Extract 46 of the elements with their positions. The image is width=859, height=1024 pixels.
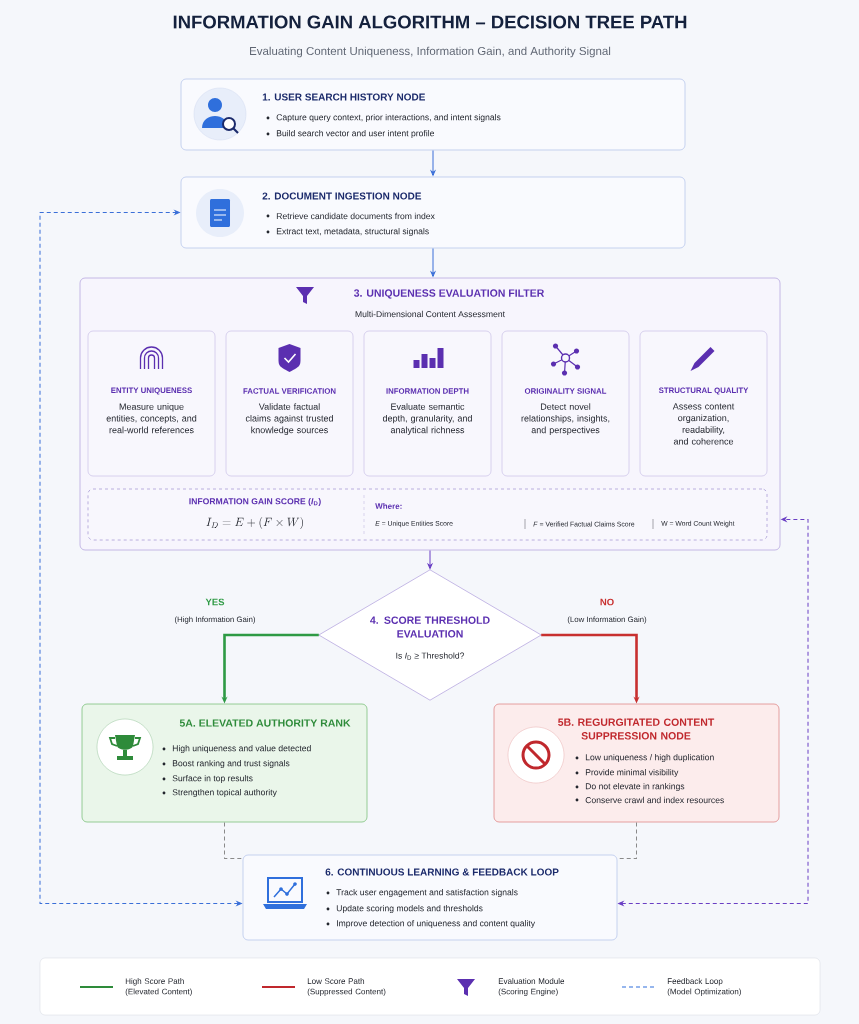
bullet-text: Strengthen topical authority <box>172 789 277 797</box>
where-label: Where: <box>375 503 402 509</box>
node-heading: 5A. ELEVATED AUTHORITY RANK <box>179 719 351 727</box>
decision-heading: 4. SCORE THRESHOLD EVALUATION <box>370 616 490 638</box>
bullet-text: High uniqueness and value detected <box>172 745 311 753</box>
legend-text: Evaluation Module (Scoring Engine) <box>498 978 565 996</box>
bullet-text: Improve detection of uniqueness and content quality <box>337 920 536 928</box>
arrow <box>427 549 433 570</box>
bullet-text: Build search vector and user intent profile <box>276 130 434 138</box>
card-description: Assess content organization, readability, and coherence <box>672 403 735 445</box>
node-heading: 1. USER SEARCH HISTORY NODE <box>262 93 425 101</box>
bullet-text: Boost ranking and trust signals <box>172 760 290 768</box>
arrow <box>430 149 436 176</box>
node-heading: 6. CONTINUOUS LEARNING & FEEDBACK LOOP <box>325 868 559 876</box>
bullet-text: Do not elevate in rankings <box>585 783 685 791</box>
edge-label: YES <box>204 597 226 607</box>
score-heading: INFORMATION GAIN SCORE (I$_{D}$) <box>189 498 321 506</box>
node-heading: 5B. REGURGITATED CONTENT SUPPRESSION NODE <box>558 718 715 740</box>
arrow <box>618 517 809 906</box>
decision-question: Is I$_{D}$ ≥ Threshold? <box>396 652 465 660</box>
card-description: Detect novel relationships, insights, and perspectives <box>521 403 610 435</box>
bullet-text: Provide minimal visibility <box>585 769 679 777</box>
edge-label: NO <box>598 597 616 607</box>
panel-subtitle: Multi-Dimensional Content Assessment <box>355 310 505 318</box>
arrow <box>430 247 436 277</box>
connector-line <box>224 821 244 860</box>
arrow <box>39 210 242 906</box>
card-description: Validate factual claims against trusted knowledge sources <box>245 403 333 435</box>
legend-text: High Score Path (Elevated Content) <box>125 978 192 996</box>
card-description: Evaluate semantic depth, granularity, and analytical richness <box>382 403 472 435</box>
bullet-text: Track user engagement and satisfaction signals <box>336 889 518 897</box>
bullet-text: Retrieve candidate documents from index <box>276 212 435 220</box>
panel-heading: 3. UNIQUENESS EVALUATION FILTER <box>353 289 545 299</box>
bullet-text: Extract text, metadata, structural signals <box>276 228 429 236</box>
legend-text: Feedback Loop (Model Optimization) <box>667 978 741 996</box>
score-formula: $I_D = E + (F \times W)$ <box>206 517 303 529</box>
bullet-text: Capture query context, prior interactions, and intent signals <box>276 114 501 122</box>
legend-text: Low Score Path (Suppressed Content) <box>307 978 386 996</box>
title: INFORMATION GAIN ALGORITHM – DECISION TREE PATH <box>173 15 687 29</box>
bullet-text: Surface in top results <box>172 775 253 783</box>
subtitle: Evaluating Content Uniqueness, Information Gain, and Authority Signal <box>250 46 611 58</box>
bullet-text: Low uniqueness / high duplication <box>585 754 714 762</box>
card-description: Measure unique entities, concepts, and real-world references <box>106 403 197 434</box>
bullet-text: Conserve crawl and index resources <box>585 796 724 804</box>
bullet-text: Update scoring models and thresholds <box>336 905 483 913</box>
node-heading: 2. DOCUMENT INGESTION NODE <box>262 192 422 200</box>
